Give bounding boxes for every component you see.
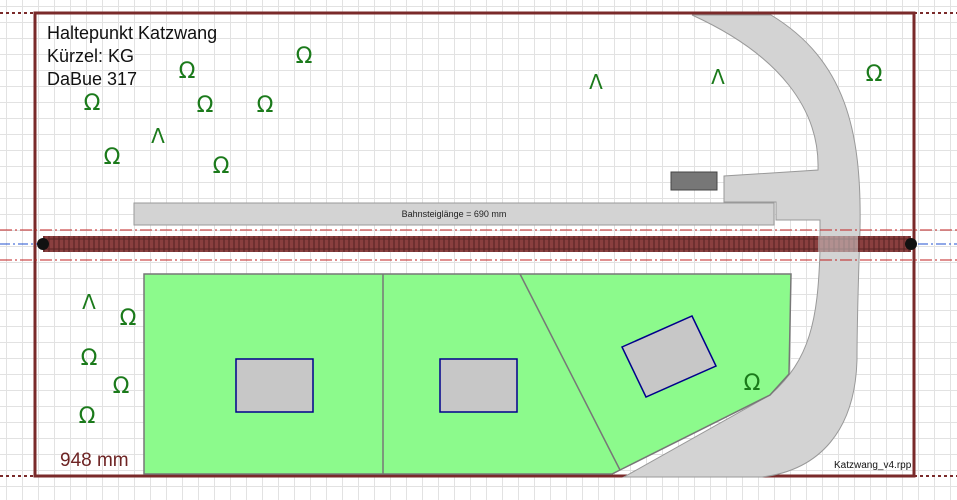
tree-deciduous-icon: Ω xyxy=(866,62,883,87)
road xyxy=(622,14,861,478)
station-reference: DaBue 317 xyxy=(47,69,138,89)
tree-conifer-icon: Λ xyxy=(82,290,96,314)
tree-deciduous-icon: Ω xyxy=(179,59,196,84)
building-3 xyxy=(620,315,718,398)
platform xyxy=(133,202,775,226)
station-abbreviation: Kürzel: KG xyxy=(47,46,135,66)
tree-deciduous-icon: Ω xyxy=(84,91,101,116)
tree-deciduous-icon: Ω xyxy=(104,145,121,170)
parcel-divider-2 xyxy=(519,273,621,471)
track-endpoint-right xyxy=(905,238,917,250)
tree-deciduous-icon: Ω xyxy=(120,306,137,331)
tree-deciduous-icon: Ω xyxy=(197,93,214,118)
building-2 xyxy=(439,358,518,413)
tree-deciduous-icon: Ω xyxy=(81,346,98,371)
tree-deciduous-icon: Ω xyxy=(79,404,96,429)
filename-label: Katzwang_v4.rpp xyxy=(834,460,912,471)
station-name: Haltepunkt Katzwang xyxy=(47,23,218,43)
track xyxy=(43,236,911,252)
tree-conifer-icon: Λ xyxy=(711,65,725,89)
tree-deciduous-icon: Ω xyxy=(257,93,274,118)
dimension-label: 948 mm xyxy=(60,450,129,471)
tree-conifer-icon: Λ xyxy=(151,124,165,148)
tree-deciduous-icon: Ω xyxy=(296,44,313,69)
title-block: Haltepunkt Katzwang Kürzel: KG DaBue 317 xyxy=(47,22,217,91)
tree-deciduous-icon: Ω xyxy=(213,154,230,179)
platform-length-label: Bahnsteiglänge = 690 mm xyxy=(401,209,507,219)
level-crossing xyxy=(818,236,858,252)
tree-deciduous-icon: Ω xyxy=(744,371,761,396)
track-endpoint-left xyxy=(37,238,49,250)
tree-conifer-icon: Λ xyxy=(589,70,603,94)
tree-deciduous-icon: Ω xyxy=(113,374,130,399)
dark-structure xyxy=(670,171,718,191)
building-1 xyxy=(235,358,314,413)
